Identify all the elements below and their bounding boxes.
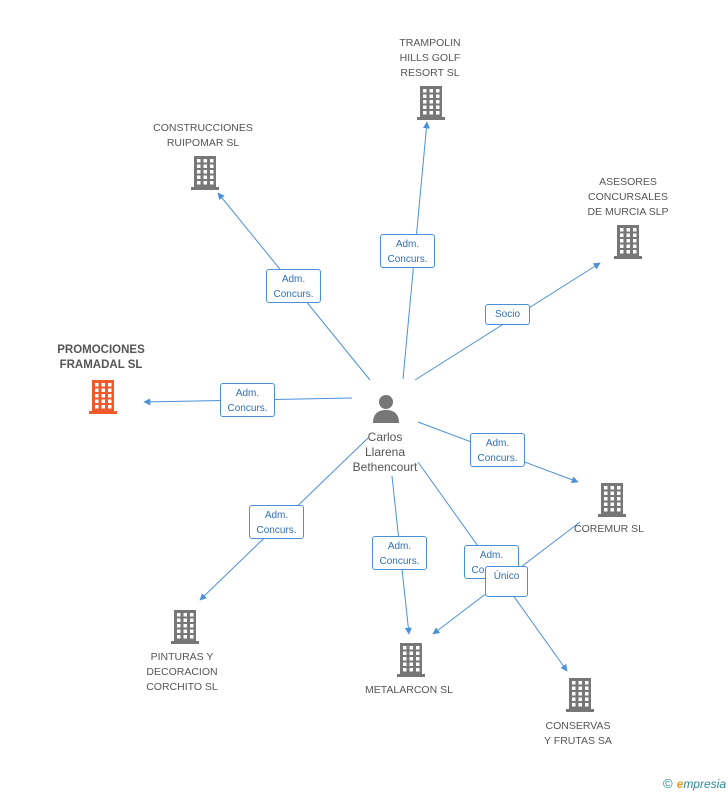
edge-label-center-pinturas[interactable]: Adm. Concurs.	[249, 505, 304, 539]
company-node-promociones[interactable]	[89, 380, 117, 419]
edge-label-center-metalarcon[interactable]: Adm. Concurs.	[372, 536, 427, 570]
company-label-coremur[interactable]: COREMUR SL	[573, 523, 644, 535]
company-label-pinturas[interactable]: PINTURAS Y DECORACION CORCHITO SL	[146, 651, 218, 693]
center-person[interactable]	[371, 393, 401, 428]
company-node-pinturas[interactable]	[171, 610, 199, 649]
copyright-icon: ©	[663, 776, 673, 791]
edge-label-coremur-metalarcon[interactable]: Único	[485, 566, 528, 597]
building-icon	[566, 678, 594, 712]
company-label-promociones[interactable]: PROMOCIONES FRAMADAL SL	[57, 344, 145, 371]
building-icon	[397, 643, 425, 677]
company-node-metalarcon[interactable]	[397, 643, 425, 682]
edge-label-center-coremur[interactable]: Adm. Concurs.	[470, 433, 525, 467]
building-icon	[89, 380, 117, 414]
company-label-metalarcon[interactable]: METALARCON SL	[365, 684, 453, 696]
company-label-trampolin[interactable]: TRAMPOLIN HILLS GOLF RESORT SL	[399, 37, 461, 79]
building-icon	[417, 86, 445, 120]
center-person-name[interactable]: Carlos Llarena Bethencourt	[352, 430, 418, 474]
building-icon	[598, 483, 626, 517]
company-label-asesores[interactable]: ASESORES CONCURSALES DE MURCIA SLP	[587, 176, 669, 218]
building-icon	[191, 156, 219, 190]
company-node-construcciones[interactable]	[191, 156, 219, 195]
company-node-asesores[interactable]	[614, 225, 642, 264]
edge-label-center-asesores[interactable]: Socio	[485, 304, 530, 325]
company-node-conservas[interactable]	[566, 678, 594, 717]
building-icon	[171, 610, 199, 644]
building-icon	[614, 225, 642, 259]
company-label-conservas[interactable]: CONSERVAS Y FRUTAS SA	[544, 720, 612, 747]
company-label-construcciones[interactable]: CONSTRUCCIONES RUIPOMAR SL	[153, 122, 253, 149]
company-node-coremur[interactable]	[598, 483, 626, 522]
footer-brand[interactable]: ©empresia	[663, 776, 726, 791]
brand-logo-letter: e	[676, 777, 684, 791]
edge-label-center-construcciones[interactable]: Adm. Concurs.	[266, 269, 321, 303]
edge-label-center-trampolin[interactable]: Adm. Concurs.	[380, 234, 435, 268]
company-node-trampolin[interactable]	[417, 86, 445, 125]
person-icon	[373, 395, 399, 423]
brand-name: mpresia	[683, 777, 726, 791]
edge-label-center-promociones[interactable]: Adm. Concurs.	[220, 383, 275, 417]
